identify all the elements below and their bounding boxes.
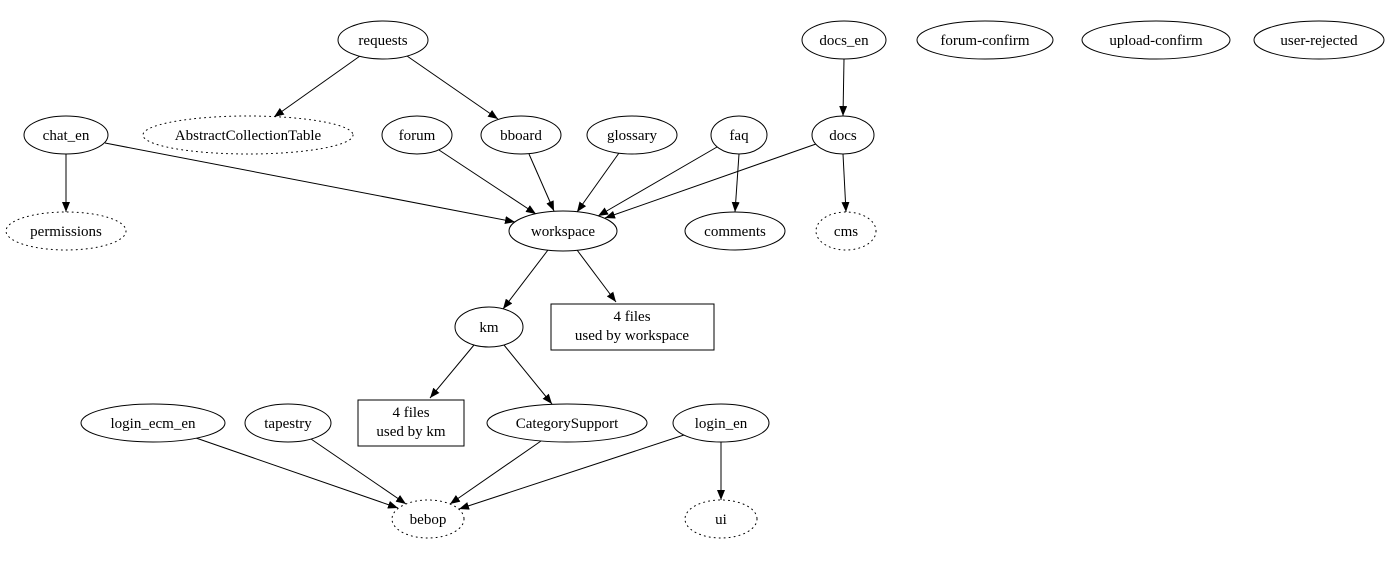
edge-chat_en-workspace xyxy=(104,142,516,225)
node-login_ecm_en: login_ecm_en xyxy=(80,403,226,443)
edge-km-files-km xyxy=(429,344,475,399)
node-login_en-label: login_en xyxy=(695,416,748,432)
node-forum-shape xyxy=(381,115,453,155)
node-login_ecm_en-label: login_ecm_en xyxy=(111,416,196,432)
node-ui: ui xyxy=(684,499,758,539)
node-forum-confirm-shape xyxy=(916,20,1054,60)
node-requests-label: requests xyxy=(358,33,407,49)
node-files-used-by-km: 4 files used by km xyxy=(357,399,465,447)
node-bboard: bboard xyxy=(480,115,562,155)
node-login_en: login_en xyxy=(672,403,770,443)
edge-login_ecm_en-bebop xyxy=(195,437,399,509)
node-faq-shape xyxy=(710,115,768,155)
edge-requests-abstractcollectiontable xyxy=(273,55,361,118)
node-user-rejected-shape xyxy=(1253,20,1385,60)
node-chat_en-shape xyxy=(23,115,109,155)
node-upload-confirm-label: upload-confirm xyxy=(1109,33,1203,49)
edge-faq-workspace xyxy=(597,146,718,217)
node-user-rejected-label: user-rejected xyxy=(1280,33,1358,49)
node-permissions-label: permissions xyxy=(30,224,102,240)
node-glossary-label: glossary xyxy=(607,128,657,144)
edge-forum-workspace xyxy=(438,149,537,215)
node-abstractcollectiontable: AbstractCollectionTable xyxy=(142,115,354,155)
node-bebop: bebop xyxy=(391,499,465,539)
node-bboard-shape xyxy=(480,115,562,155)
edges-layer xyxy=(62,55,850,510)
node-docs_en-label: docs_en xyxy=(819,33,869,49)
node-tapestry-shape xyxy=(244,403,332,443)
node-tapestry-label: tapestry xyxy=(264,416,312,432)
node-cms-label: cms xyxy=(834,224,858,240)
node-docs-shape xyxy=(811,115,875,155)
node-files-used-by-workspace-line1: 4 files xyxy=(613,309,650,325)
node-forum-confirm-label: forum-confirm xyxy=(940,33,1029,49)
node-categorysupport-shape xyxy=(486,403,648,443)
node-files-used-by-km-line1: 4 files xyxy=(392,405,429,421)
node-km-label: km xyxy=(479,320,499,336)
node-abstractcollectiontable-shape xyxy=(142,115,354,155)
node-requests: requests xyxy=(337,20,429,60)
nodes-layer: requests docs_en forum-confirm upload-co… xyxy=(5,20,1385,539)
edge-faq-comments xyxy=(731,153,740,213)
edge-docs_en-docs xyxy=(839,58,848,117)
edge-docs-cms xyxy=(841,153,850,213)
node-bebop-label: bebop xyxy=(410,512,447,528)
node-files-used-by-km-line2: used by km xyxy=(376,424,445,440)
node-user-rejected: user-rejected xyxy=(1253,20,1385,60)
node-faq-label: faq xyxy=(729,128,749,144)
node-categorysupport: CategorySupport xyxy=(486,403,648,443)
node-login_ecm_en-shape xyxy=(80,403,226,443)
node-requests-shape xyxy=(337,20,429,60)
node-chat_en-label: chat_en xyxy=(43,128,90,144)
node-cms: cms xyxy=(815,211,877,251)
edge-km-categorysupport xyxy=(503,344,553,405)
node-km-shape xyxy=(454,306,524,348)
node-glossary: glossary xyxy=(586,115,678,155)
edge-bboard-workspace xyxy=(528,153,555,212)
node-cms-shape xyxy=(815,211,877,251)
node-tapestry: tapestry xyxy=(244,403,332,443)
node-ui-shape xyxy=(684,499,758,539)
node-workspace: workspace xyxy=(508,210,618,252)
node-files-used-by-workspace-line2: used by workspace xyxy=(575,328,689,344)
edge-categorysupport-bebop xyxy=(449,440,542,505)
node-abstractcollectiontable-label: AbstractCollectionTable xyxy=(175,128,322,144)
node-permissions-shape xyxy=(5,211,127,251)
node-bebop-shape xyxy=(391,499,465,539)
node-forum: forum xyxy=(381,115,453,155)
node-faq: faq xyxy=(710,115,768,155)
node-docs_en: docs_en xyxy=(801,20,887,60)
node-login_en-shape xyxy=(672,403,770,443)
node-bboard-label: bboard xyxy=(500,128,542,144)
node-comments-label: comments xyxy=(704,224,766,240)
node-forum-label: forum xyxy=(399,128,436,144)
node-files-used-by-workspace: 4 files used by workspace xyxy=(550,303,715,351)
node-workspace-shape xyxy=(508,210,618,252)
edge-docs-workspace xyxy=(604,143,817,219)
node-upload-confirm: upload-confirm xyxy=(1081,20,1231,60)
node-glossary-shape xyxy=(586,115,678,155)
node-workspace-label: workspace xyxy=(531,224,595,240)
edge-tapestry-bebop xyxy=(310,438,407,505)
edge-requests-bboard xyxy=(406,55,499,120)
node-forum-confirm: forum-confirm xyxy=(916,20,1054,60)
edge-glossary-workspace xyxy=(576,152,620,213)
edge-workspace-km xyxy=(502,249,549,310)
node-categorysupport-label: CategorySupport xyxy=(516,416,619,432)
edge-login_en-bebop xyxy=(458,434,685,510)
node-permissions: permissions xyxy=(5,211,127,251)
node-comments: comments xyxy=(684,211,786,251)
node-docs: docs xyxy=(811,115,875,155)
node-km: km xyxy=(454,306,524,348)
node-docs-label: docs xyxy=(829,128,857,144)
node-files-used-by-workspace-shape xyxy=(550,303,715,351)
node-comments-shape xyxy=(684,211,786,251)
node-files-used-by-km-shape xyxy=(357,399,465,447)
node-chat_en: chat_en xyxy=(23,115,109,155)
node-docs_en-shape xyxy=(801,20,887,60)
node-ui-label: ui xyxy=(715,512,727,528)
edge-workspace-files-workspace xyxy=(576,249,617,303)
node-upload-confirm-shape xyxy=(1081,20,1231,60)
